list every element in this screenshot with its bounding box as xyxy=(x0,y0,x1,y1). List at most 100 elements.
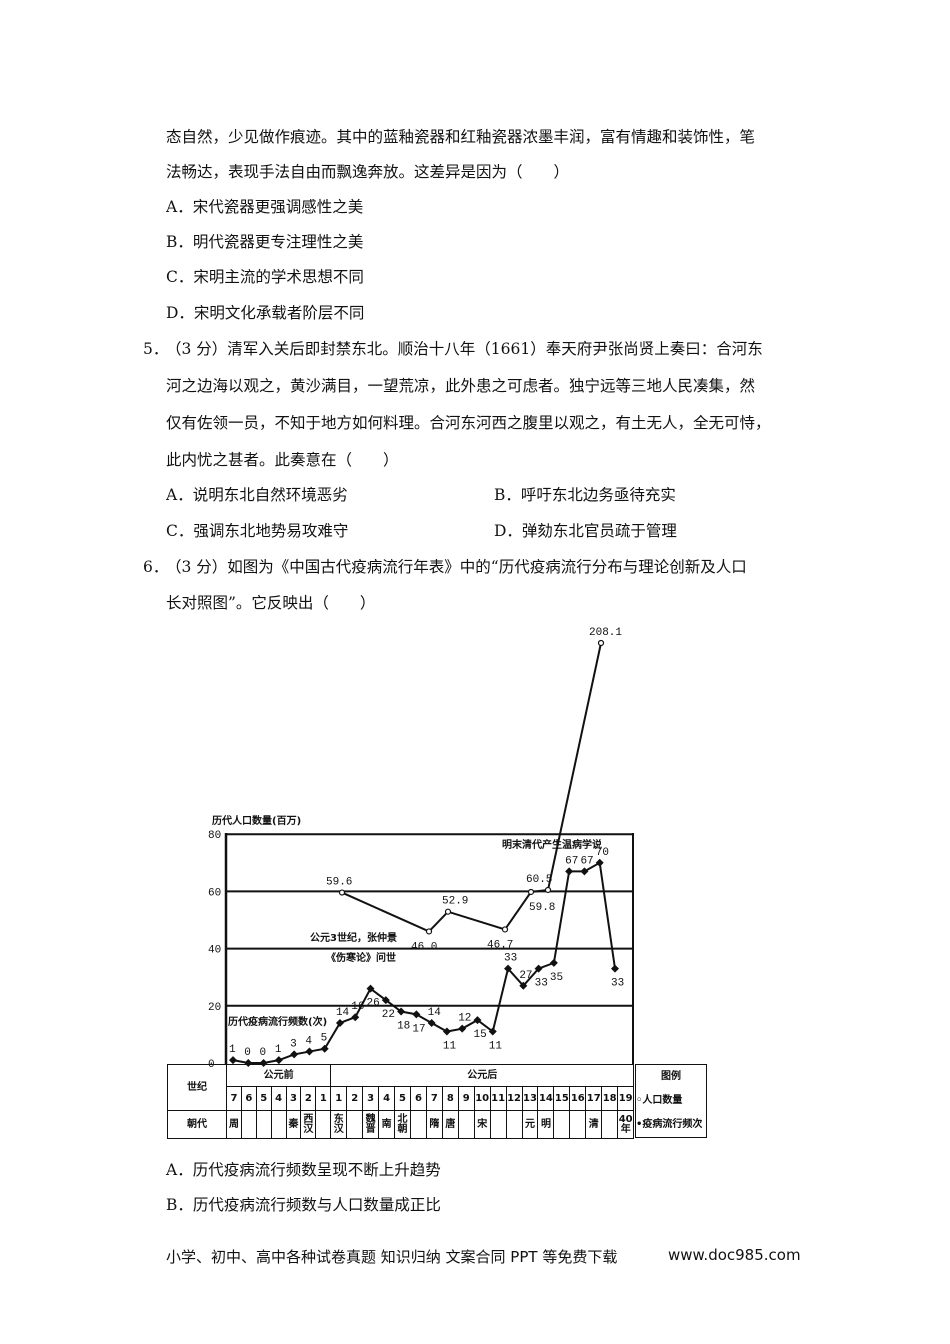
epidemic-point xyxy=(488,1027,497,1036)
epidemic-data-label: 11 xyxy=(489,1041,503,1053)
epidemic-point xyxy=(580,867,589,876)
century-cell: 8 xyxy=(441,1086,459,1111)
century-cell: 3 xyxy=(362,1086,380,1111)
y-tick-label: 80 xyxy=(208,830,221,842)
century-cell: 10 xyxy=(473,1086,491,1111)
epidemic-point xyxy=(565,867,574,876)
dynasty-cell: 秦 xyxy=(285,1110,302,1139)
dynasty-cell xyxy=(255,1110,272,1139)
dynasty-cell: 唐 xyxy=(441,1110,459,1139)
population-point xyxy=(444,908,452,915)
epidemic-data-label: 33 xyxy=(504,953,517,965)
epidemic-data-label: 33 xyxy=(611,978,624,990)
q5-text-line: 此内忧之甚者。此奏意在（ ） xyxy=(166,451,399,469)
epidemic-point xyxy=(229,1056,237,1065)
dynasty-cell xyxy=(240,1110,257,1139)
dynasty-cell: 元 xyxy=(521,1110,539,1139)
annotation-wenbing: 明末清代产生温病学说 xyxy=(502,838,602,851)
dynasty-cell xyxy=(270,1110,287,1139)
q5-option-d: D．弹劾东北官员疏于管理 xyxy=(494,522,677,540)
epidemic-point xyxy=(335,1018,344,1027)
epidemic-point xyxy=(351,1013,360,1022)
population-point xyxy=(501,926,509,933)
century-cell: 9 xyxy=(457,1086,475,1111)
epidemic-point xyxy=(290,1050,299,1059)
ad-header: 公元后 xyxy=(330,1064,635,1087)
century-cell: 6 xyxy=(240,1086,257,1111)
population-data-label: 52.9 xyxy=(442,896,468,908)
legend-title: 图例 xyxy=(661,1071,681,1082)
century-cell: 5 xyxy=(255,1086,272,1111)
q4-text-line: 法畅达，表现手法自由而飘逸奔放。这差异是因为（ ） xyxy=(166,163,570,181)
population-data-label: 59.6 xyxy=(326,877,352,889)
epidemic-data-label: 26 xyxy=(367,998,380,1010)
epidemic-point xyxy=(473,1016,482,1025)
footer-url[interactable]: www.doc985.com xyxy=(668,1246,801,1264)
q5-text-line: 河之边海以观之，黄沙满目，一望荒凉，此外患之可虑者。独宁远等三地人民凑集，然 xyxy=(166,377,756,395)
dynasty-cell: 明 xyxy=(537,1110,555,1139)
population-data-label: 60.5 xyxy=(526,874,552,886)
dynasty-cell xyxy=(489,1110,507,1139)
population-data-label: 208.1 xyxy=(589,627,622,639)
epidemic-data-label: 17 xyxy=(412,1023,425,1035)
dynasty-cell xyxy=(569,1110,587,1139)
century-cell: 17 xyxy=(585,1086,603,1111)
q4-option-d: D．宋明文化承载者阶层不同 xyxy=(166,304,365,322)
dynasty-cell: 北朝 xyxy=(394,1110,411,1139)
epidemic-point xyxy=(274,1056,283,1065)
y-tick-label: 40 xyxy=(208,945,221,957)
epidemic-data-label: 0 xyxy=(260,1047,267,1059)
epidemic-data-label: 5 xyxy=(321,1033,328,1045)
epidemic-data-label: 22 xyxy=(382,1009,395,1021)
century-cell: 5 xyxy=(394,1086,411,1111)
dynasty-cell: 40年 xyxy=(617,1110,635,1139)
population-point xyxy=(597,639,605,647)
q6-option-a: A．历代疫病流行频数呈现不断上升趋势 xyxy=(166,1161,441,1179)
dynasty-cell: 南 xyxy=(378,1110,396,1139)
q5-option-b: B．呼吁东北边务亟待充实 xyxy=(494,486,676,504)
population-line xyxy=(341,642,602,933)
q5-option-a: A．说明东北自然环境恶劣 xyxy=(166,486,348,504)
dynasty-cell: 周 xyxy=(226,1110,242,1139)
q4-text-line: 态自然，少见做作痕迹。其中的蓝釉瓷器和红釉瓷器浓墨丰润，富有情趣和装饰性，笔 xyxy=(166,128,756,146)
century-cell: 19 xyxy=(617,1086,635,1111)
century-cell: 4 xyxy=(378,1086,396,1111)
century-cell: 14 xyxy=(537,1086,555,1111)
epidemic-point xyxy=(611,964,619,973)
dynasty-cell: 东汉 xyxy=(330,1110,348,1139)
q6-number: 6． xyxy=(143,558,169,576)
century-row-label: 世纪 xyxy=(167,1064,227,1111)
population-data-label: 46.7 xyxy=(487,939,513,951)
population-point xyxy=(527,888,535,896)
y-tick-label: 60 xyxy=(208,887,221,899)
epidemic-data-label: 14 xyxy=(428,1007,442,1019)
epidemic-data-label: 15 xyxy=(473,1029,486,1041)
q5-option-c: C．强调东北地势易攻难守 xyxy=(166,522,349,540)
bc-header: 公元前 xyxy=(225,1064,332,1087)
dynasty-cell: 西汉 xyxy=(300,1110,317,1139)
epidemic-data-label: 12 xyxy=(458,1013,471,1025)
q5-text-line: 仅有佐领一员，不知于地方如何料理。合河东河西之腹里以观之，有土无人，全无可恃， xyxy=(166,414,771,432)
dynasty-cell xyxy=(346,1110,364,1139)
dynasty-cell: 魏晋 xyxy=(362,1110,380,1139)
q5-number: 5． xyxy=(143,340,169,358)
century-cell: 16 xyxy=(569,1086,587,1111)
q4-option-a: A．宋代瓷器更强调感性之美 xyxy=(166,198,364,216)
epidemic-point xyxy=(442,1027,451,1036)
epidemic-point xyxy=(320,1044,329,1053)
population-data-label: 46.0 xyxy=(411,941,437,953)
y-axis-label: 历代人口数量(百万) xyxy=(212,814,301,827)
dynasty-row-label: 朝代 xyxy=(167,1110,227,1139)
population-point xyxy=(425,928,433,935)
epidemic-data-label: 1 xyxy=(275,1044,282,1056)
epidemic-data-label: 67 xyxy=(565,855,578,867)
century-cell: 1 xyxy=(315,1086,332,1111)
century-cell: 7 xyxy=(226,1086,242,1111)
century-cell: 1 xyxy=(330,1086,348,1111)
dynasty-cell xyxy=(601,1110,619,1139)
q4-option-b: B．明代瓷器更专注理性之美 xyxy=(166,233,364,251)
epidemic-point xyxy=(412,1010,421,1019)
dynasty-cell xyxy=(315,1110,332,1139)
epidemic-data-label: 1 xyxy=(229,1044,236,1056)
